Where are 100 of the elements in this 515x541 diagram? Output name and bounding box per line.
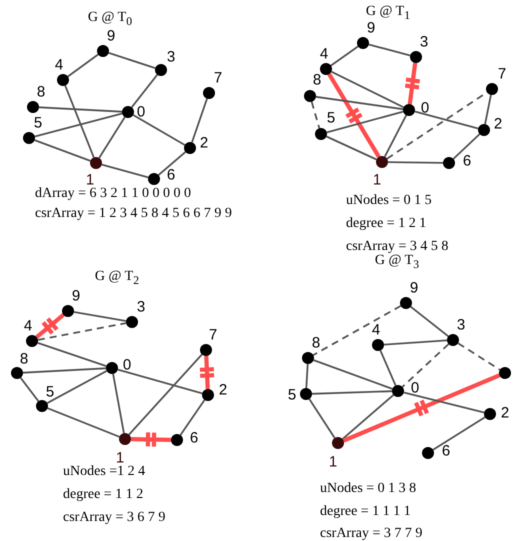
vertex-label: 6	[190, 430, 198, 446]
graph-edge	[74, 311, 126, 322]
graph-edge	[112, 374, 125, 434]
vertex-dot	[300, 388, 312, 400]
vertex-dot	[410, 51, 422, 63]
panel-title: G @ T$_{2}$	[94, 269, 140, 289]
vertex-label: 3	[136, 300, 146, 314]
graph-edge	[384, 114, 407, 158]
graph-edge	[312, 390, 392, 395]
array-label: csrArray = 1 2 3 4 5 8 4 5 6 6 7 9 9	[35, 206, 232, 222]
vertex-dot	[478, 124, 490, 136]
vertex-label: 2	[500, 406, 510, 420]
vertex-dot	[302, 352, 314, 364]
vertex-dot	[200, 344, 212, 356]
vertex-dot	[486, 83, 498, 95]
vertex-dot	[126, 316, 138, 328]
vertex-dot	[155, 64, 167, 76]
vertex-dot	[203, 87, 215, 99]
vertex-dot	[304, 90, 316, 102]
array-label: csrArray = 3 6 7 9	[63, 510, 166, 526]
highlighted-edge	[327, 72, 381, 159]
vertex-label: 4	[54, 58, 64, 72]
panel-title: G @ T$_{0}$	[88, 10, 132, 30]
panel-title: G @ T$_{1}$	[366, 4, 410, 22]
vertex-label: 9	[72, 288, 80, 304]
vertex-label: 4	[320, 46, 328, 62]
dashed-edge	[310, 102, 320, 128]
vertex-label: 4	[24, 318, 32, 334]
vertex-dot	[97, 45, 109, 57]
vertex-label: 4	[372, 322, 380, 338]
vertex-label: 8	[20, 352, 28, 366]
graph-edge	[410, 306, 449, 337]
vertex-label: 8	[312, 336, 320, 350]
vertex-label: 3	[166, 50, 176, 64]
graph-edge	[128, 354, 203, 436]
vertex-label: 9	[106, 28, 116, 44]
highlighted-edge	[341, 373, 502, 443]
vertex-dot	[422, 447, 434, 459]
graph-edge	[34, 139, 91, 162]
vertex-dot	[392, 385, 404, 397]
vertex-label: 9	[366, 20, 376, 36]
vertex-label: 1	[116, 450, 124, 466]
vertex-dot	[357, 37, 369, 49]
graph-edge	[132, 114, 186, 146]
vertex-dot	[443, 157, 455, 169]
vertex-dot	[315, 128, 327, 140]
graph-edge	[380, 350, 396, 386]
vertex-dot	[148, 173, 160, 185]
graph-edge	[158, 151, 186, 176]
graph-edge	[37, 342, 107, 367]
graph-edge	[191, 98, 208, 143]
vertex-label: 8	[312, 72, 322, 88]
graph-edge	[330, 46, 359, 66]
vertex-dot	[400, 297, 412, 309]
vertex-label: 0	[410, 380, 420, 396]
vertex-dot	[122, 106, 134, 118]
vertex-label: 2	[200, 136, 208, 150]
graph-edge	[22, 367, 106, 374]
graph-edge	[388, 161, 444, 164]
vertex-label: 6	[442, 444, 450, 458]
vertex-label: 6	[166, 168, 176, 182]
vertex-dot	[332, 437, 344, 449]
array-label: csrArray = 3 7 7 9	[320, 526, 422, 541]
vertex-dot	[376, 156, 388, 168]
array-label: degree = 1 2 1	[346, 216, 426, 232]
vertex-label: 1	[328, 454, 338, 470]
vertex-label: 5	[326, 110, 336, 126]
vertex-dot	[106, 362, 118, 374]
vertex-label: 0	[420, 100, 430, 116]
vertex-dot	[447, 334, 459, 346]
highlighted-edge	[128, 430, 174, 449]
array-label: dArray = 6 3 2 1 1 0 0 0 0 0	[35, 186, 192, 202]
vertex-label: 8	[36, 84, 46, 100]
vertex-dot	[320, 63, 332, 75]
graph-edge	[313, 359, 393, 390]
dashed-edge	[38, 322, 126, 341]
graph-edge	[46, 370, 108, 404]
array-label: degree = 1 1 1 1	[320, 504, 411, 520]
array-label: uNodes =1 2 4	[63, 464, 146, 480]
vertex-dot	[202, 389, 214, 401]
graph-edge	[118, 368, 202, 394]
graph-edge	[326, 110, 404, 134]
graph-edge	[331, 70, 404, 108]
graph-edge	[38, 106, 122, 113]
graph-edge	[108, 52, 156, 69]
vertex-dot	[372, 339, 384, 351]
graph-edge	[342, 394, 394, 440]
vertex-label: 5	[46, 384, 54, 400]
graph-edge	[316, 96, 404, 110]
vertex-label: 7	[208, 328, 218, 342]
highlighted-edge	[403, 60, 422, 106]
vertex-label: 1	[86, 172, 94, 188]
graph-edge	[64, 85, 95, 158]
graph-edge	[131, 74, 158, 108]
dashed-edge	[458, 342, 500, 371]
vertex-dot	[499, 367, 511, 379]
vertex-dot	[184, 142, 196, 154]
vertex-dot	[27, 101, 39, 113]
vertex-label: 5	[34, 116, 42, 130]
vertex-dot	[403, 104, 415, 116]
